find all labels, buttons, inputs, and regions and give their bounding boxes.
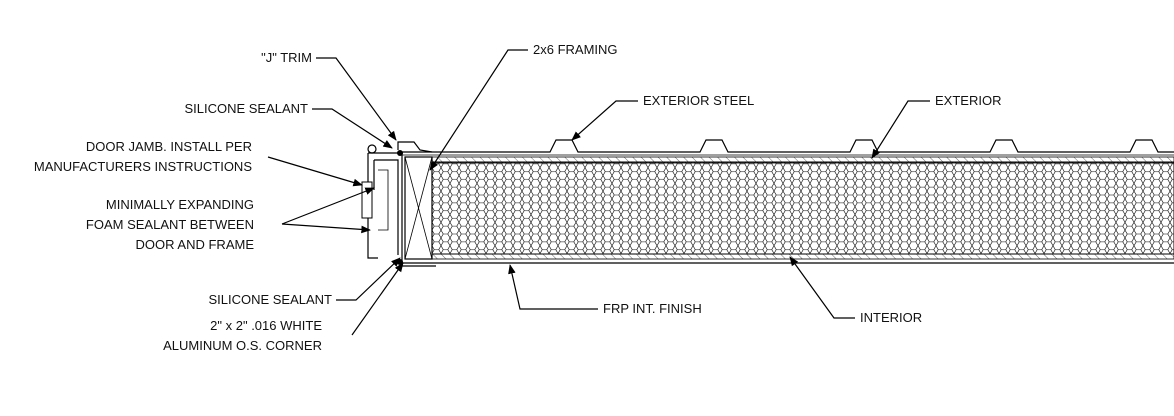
label-foam-3: DOOR AND FRAME [136,237,255,252]
wall-panel [398,139,1174,267]
jamb-frame [367,152,403,262]
aluminum-corner [401,264,436,267]
jamb-block [361,181,373,219]
label-silicone-top: SILICONE SEALANT [184,101,308,116]
label-exterior-steel: EXTERIOR STEEL [643,93,754,108]
label-door-jamb-1: DOOR JAMB. INSTALL PER [86,139,252,154]
label-j-trim: "J" TRIM [261,50,312,65]
label-silicone-bottom: SILICONE SEALANT [208,292,332,307]
label-framing: 2x6 FRAMING [533,42,618,57]
j-trim-shape [397,141,433,153]
jamb-hinge-circle [367,144,377,154]
label-door-jamb-2: MANUFACTURERS INSTRUCTIONS [34,159,252,174]
exterior-skin-band [431,156,1174,164]
label-frp: FRP INT. FINISH [603,301,702,316]
label-foam-2: FOAM SEALANT BETWEEN [86,217,254,232]
foam-core [431,161,1174,255]
label-foam-1: MINIMALLY EXPANDING [106,197,254,212]
leaders [267,49,930,336]
interior-skin-band [431,253,1174,260]
sealant-dot-top [397,150,403,156]
exterior-steel-profile [398,139,1174,153]
label-exterior: EXTERIOR [935,93,1001,108]
label-interior: INTERIOR [860,310,922,325]
label-corner-2: ALUMINUM O.S. CORNER [163,338,322,353]
label-corner-1: 2" x 2" .016 WHITE [210,318,322,333]
